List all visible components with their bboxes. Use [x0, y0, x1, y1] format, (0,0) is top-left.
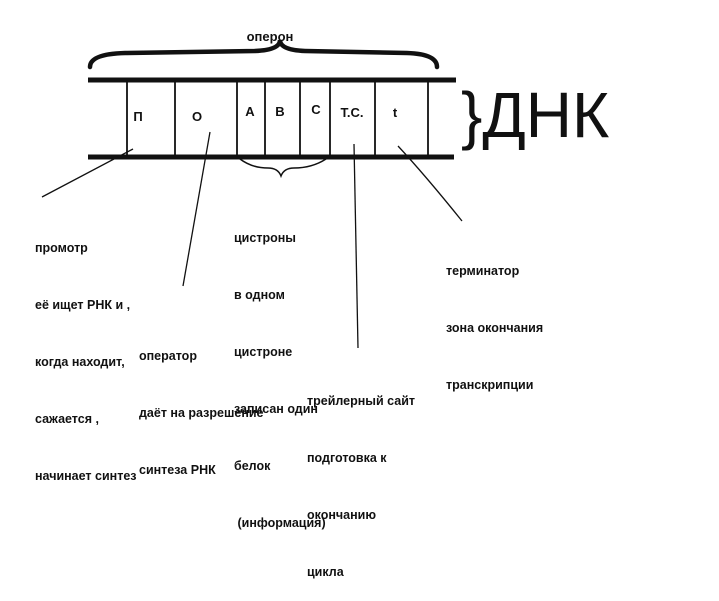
- promoter-line: сажается ,: [35, 412, 99, 426]
- terminator-line: терминатор: [446, 264, 520, 278]
- cistrons-line: цистроне: [234, 345, 293, 359]
- terminator-line: транскрипции: [446, 378, 534, 392]
- trailer-line: подготовка к: [307, 451, 387, 465]
- segment-operator: О: [192, 109, 202, 124]
- promoter-pointer: [41, 148, 134, 198]
- terminator-pointer: [397, 145, 463, 222]
- trailer-pointer: [353, 143, 359, 349]
- operon-diagram: оперон П О А В С Т.С. t }ДНК: [41, 29, 609, 349]
- terminator-line: зона окончания: [446, 321, 544, 335]
- operator-line: оператор: [139, 349, 197, 363]
- operon-label: оперон: [247, 29, 294, 44]
- cistron-brace: [239, 158, 327, 179]
- segment-promoter: П: [133, 109, 142, 124]
- promoter-line: промотр: [35, 241, 88, 255]
- cistrons-line: в одном: [234, 288, 285, 302]
- segment-dividers: [126, 80, 429, 157]
- segment-terminator: t: [393, 105, 398, 120]
- terminator-annotation: терминатор зона окончания транскрипции: [446, 224, 543, 414]
- trailer-line: цикла: [307, 565, 344, 579]
- operon-brace: [87, 39, 440, 70]
- segment-b: В: [275, 104, 284, 119]
- promoter-line: её ищет РНК и ,: [35, 298, 131, 312]
- segment-c: С: [311, 102, 321, 117]
- promoter-line: когда находит,: [35, 355, 125, 369]
- segment-a: А: [245, 104, 255, 119]
- pointer-lines: [41, 131, 463, 349]
- trailer-annotation: трейлерный сайт подготовка к окончанию ц…: [307, 354, 415, 601]
- promoter-annotation: промотр её ищет РНК и , когда находит, с…: [35, 201, 137, 505]
- trailer-line: окончанию: [307, 508, 377, 522]
- dna-label: }ДНК: [461, 79, 609, 151]
- promoter-line: начинает синтез: [35, 469, 137, 483]
- cistrons-line: записан один: [234, 402, 318, 416]
- segment-labels: П О А В С Т.С. t: [133, 102, 398, 124]
- trailer-line: трейлерный сайт: [307, 394, 416, 408]
- cistrons-line: цистроны: [234, 231, 296, 245]
- segment-trailer: Т.С.: [340, 105, 363, 120]
- operator-line: даёт на разрешение: [139, 406, 264, 420]
- operator-pointer: [182, 131, 211, 287]
